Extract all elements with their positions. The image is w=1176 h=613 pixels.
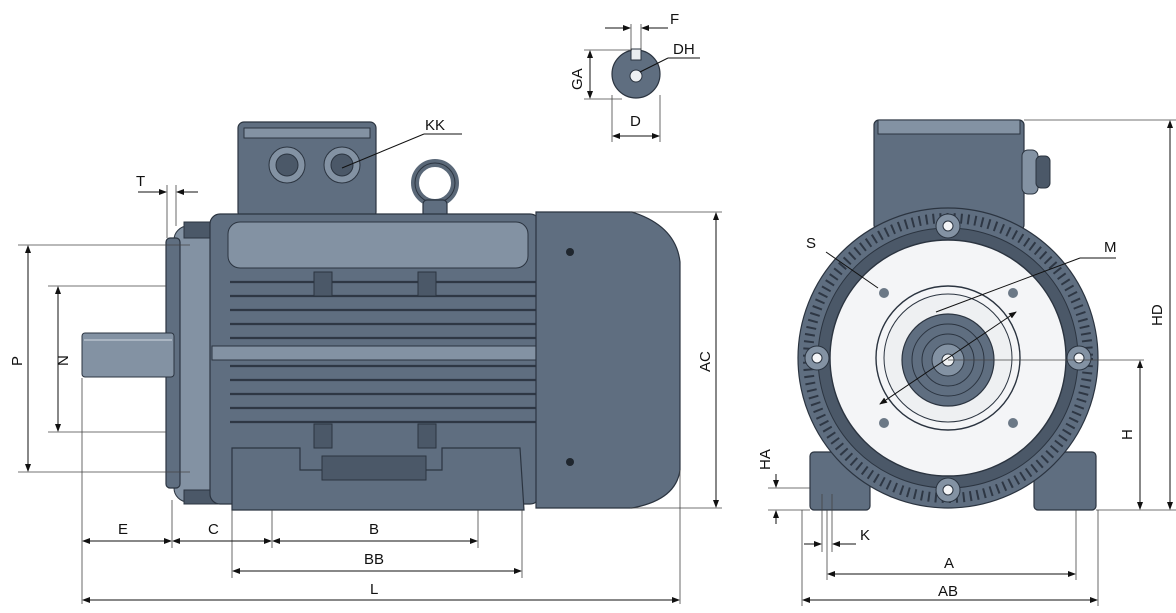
side-view-dimensions bbox=[18, 133, 722, 604]
label-D: D bbox=[630, 113, 641, 130]
label-HA: HA bbox=[757, 449, 774, 470]
label-A: A bbox=[944, 555, 954, 572]
label-GA: GA bbox=[569, 68, 586, 90]
label-L: L bbox=[370, 581, 378, 598]
fan-cowl bbox=[535, 211, 681, 509]
keyway bbox=[630, 48, 642, 61]
label-KK: KK bbox=[425, 117, 445, 134]
label-T: T bbox=[136, 173, 145, 190]
label-F: F bbox=[670, 11, 679, 28]
flange-bolt-hole bbox=[879, 288, 889, 298]
label-M: M bbox=[1104, 239, 1117, 256]
cooling-fins bbox=[230, 280, 538, 424]
flange-bolt-hole bbox=[1008, 288, 1018, 298]
label-BB: BB bbox=[364, 551, 384, 568]
flange-bolt-hole bbox=[1008, 418, 1018, 428]
flange-bolt-hole bbox=[879, 418, 889, 428]
label-HD: HD bbox=[1149, 304, 1166, 326]
label-H: H bbox=[1119, 429, 1136, 440]
label-N: N bbox=[55, 355, 72, 366]
label-AC: AC bbox=[697, 351, 714, 372]
label-B: B bbox=[369, 521, 379, 538]
motor-side-view bbox=[81, 121, 681, 511]
label-P: P bbox=[9, 356, 26, 366]
label-DH: DH bbox=[673, 41, 695, 58]
motor-front-view bbox=[797, 119, 1099, 511]
motor-shaft bbox=[81, 332, 175, 378]
label-AB: AB bbox=[938, 583, 958, 600]
label-E: E bbox=[118, 521, 128, 538]
label-K: K bbox=[860, 527, 870, 544]
dimension-labels: F DH GA D KK T P N AC E C B BB L S M HD … bbox=[9, 11, 1166, 600]
label-C: C bbox=[208, 521, 219, 538]
label-S: S bbox=[806, 235, 816, 252]
center-hole bbox=[629, 69, 643, 83]
front-view-dimensions bbox=[768, 119, 1176, 606]
shaft-end-detail bbox=[584, 24, 700, 142]
